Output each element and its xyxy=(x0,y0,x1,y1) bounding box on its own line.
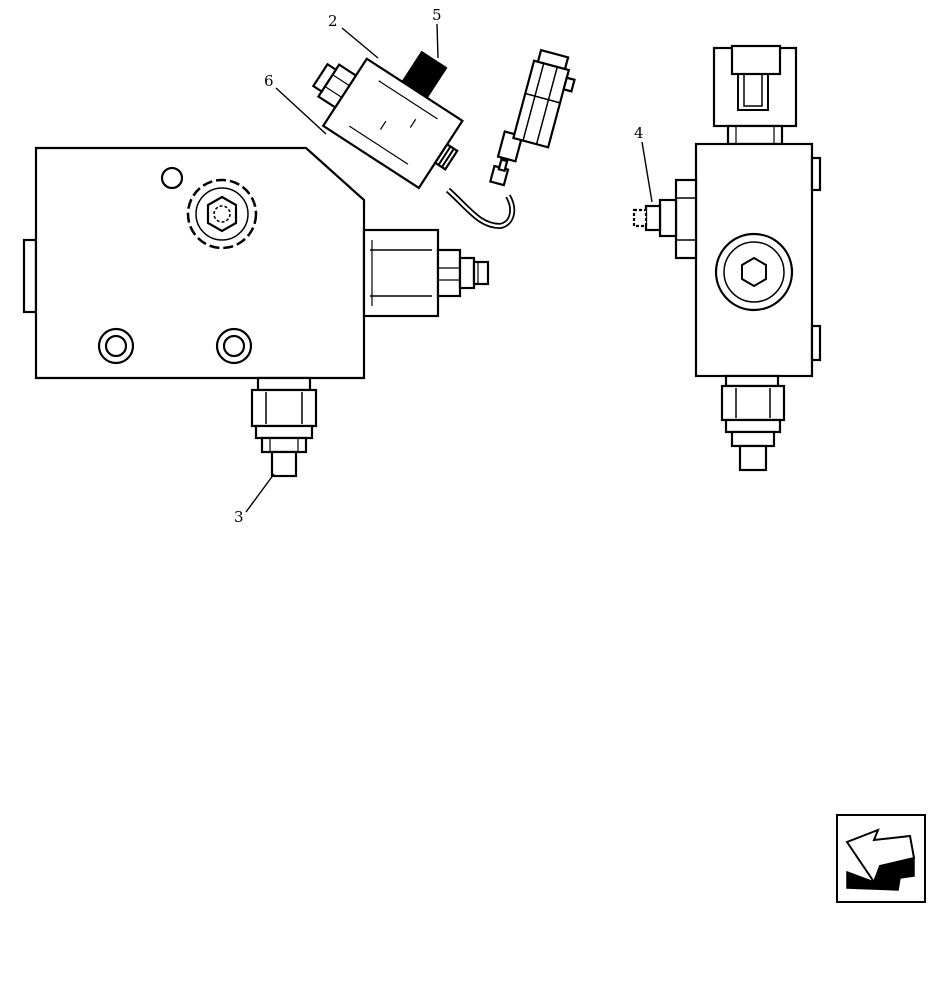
callout-2: 2 xyxy=(328,12,379,59)
coil-spring xyxy=(433,142,459,171)
callout-2-label: 2 xyxy=(328,12,338,30)
cartridge-plug xyxy=(186,178,258,250)
solenoid-top-cap xyxy=(712,44,798,146)
callout-5: 5 xyxy=(432,6,442,59)
bottom-fitting xyxy=(250,376,318,478)
valve-block xyxy=(34,146,366,380)
coil-nut-knob xyxy=(401,50,448,99)
mounting-hole-right xyxy=(215,327,253,365)
relief-valve-fitting xyxy=(632,178,698,260)
side-tab-top xyxy=(810,156,822,192)
electrical-connector xyxy=(488,48,576,187)
solenoid-coil xyxy=(311,50,464,190)
callout-4: 4 xyxy=(634,124,653,203)
callout-6: 6 xyxy=(264,72,327,135)
side-plug xyxy=(22,238,38,314)
callout-3: 3 xyxy=(234,473,275,526)
side-bottom-fitting xyxy=(720,374,786,472)
mounting-hole-left xyxy=(97,327,135,365)
callout-4-label: 4 xyxy=(634,124,644,142)
small-port-hole xyxy=(160,166,184,190)
side-tab-bottom xyxy=(810,324,822,362)
callout-5-label: 5 xyxy=(432,6,442,24)
side-view-block xyxy=(694,142,814,378)
next-page-arrow-icon[interactable] xyxy=(836,814,926,903)
valve-block-front-view xyxy=(22,48,576,478)
callout-3-label: 3 xyxy=(234,508,244,526)
valve-block-side-view xyxy=(632,44,822,472)
side-fitting xyxy=(362,228,490,318)
callout-6-label: 6 xyxy=(264,72,274,90)
side-view-port xyxy=(714,232,794,312)
